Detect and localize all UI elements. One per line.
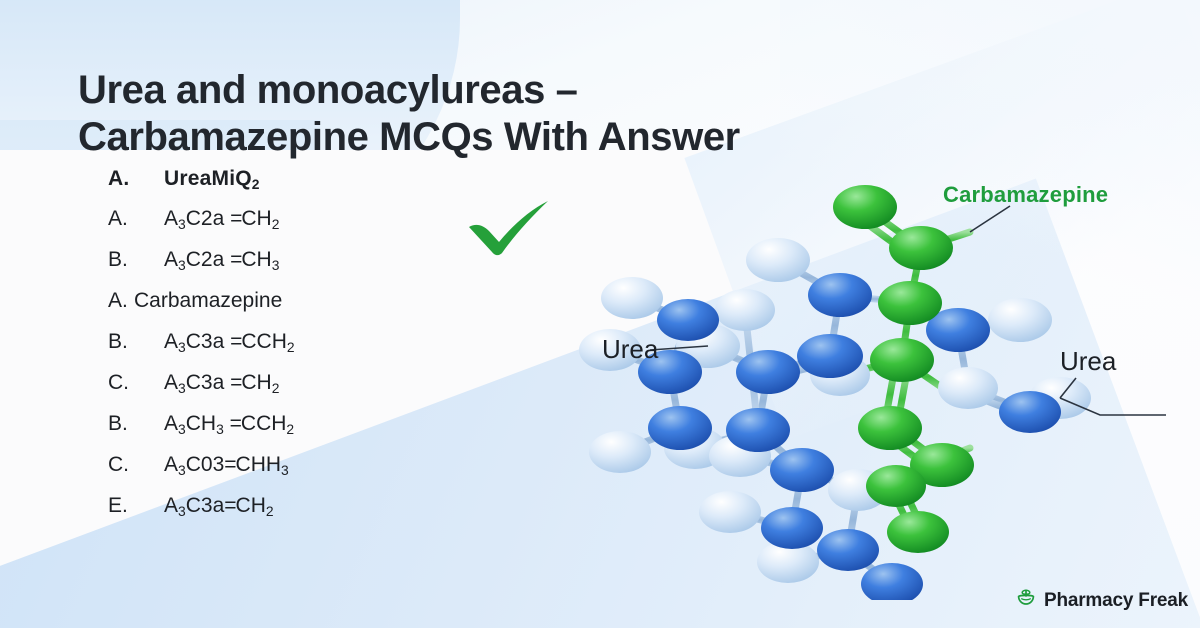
option-marker: A.	[108, 289, 128, 312]
option-row[interactable]: C. A3C3a =CH2	[108, 371, 280, 396]
atom-blue	[638, 273, 1061, 600]
option-marker: C.	[108, 453, 129, 476]
option-marker: B.	[108, 330, 128, 353]
option-marker: B.	[108, 248, 128, 271]
option-text: A3C2a =CH3	[164, 248, 280, 273]
option-row[interactable]: B. A3C3a =CCH2	[108, 330, 295, 355]
molecule-illustration	[540, 160, 1200, 600]
option-text: Carbamazepine	[134, 289, 283, 312]
option-marker: E.	[108, 494, 128, 517]
page-title: Urea and monoacylureas – Carbamazepine M…	[78, 67, 1138, 162]
option-text: A3C03=CHH3	[164, 453, 289, 478]
option-text: A3C3a=CH2	[164, 494, 274, 519]
label-urea-right: Urea	[1060, 346, 1117, 376]
option-row[interactable]: A. Carbamazepine	[108, 290, 282, 311]
leader-line	[649, 205, 1166, 416]
option-marker: A.	[108, 207, 128, 230]
label-urea-left: Urea	[602, 334, 659, 364]
title-line-1: Urea and monoacylureas –	[78, 67, 578, 112]
option-text: A3C2a =CH2	[164, 207, 280, 232]
option-marker: B.	[108, 412, 128, 435]
option-text: UreaMiQ2	[164, 167, 260, 192]
option-row[interactable]: A. A3C2a =CH2	[108, 207, 280, 232]
option-row[interactable]: E. A3C3a=CH2	[108, 494, 274, 519]
option-row[interactable]: B. A3C2a =CH3	[108, 248, 280, 273]
option-text: A3C3a =CCH2	[164, 330, 295, 355]
option-row[interactable]: A. UreaMiQ2	[108, 167, 260, 192]
option-row[interactable]: B. A3CH3 =CCH2	[108, 412, 295, 437]
option-text: A3CH3 =CCH2	[164, 412, 295, 437]
background-right-glow	[780, 0, 1200, 300]
option-row[interactable]: C. A3C03=CHH3	[108, 453, 289, 478]
label-carbamazepine: Carbamazepine	[943, 182, 1109, 207]
mortar-and-pestle-icon	[1015, 587, 1037, 614]
atom-green	[833, 185, 974, 553]
brand-logo[interactable]: Pharmacy Freak	[1015, 587, 1188, 614]
brand-name: Pharmacy Freak	[1043, 589, 1188, 611]
option-text: A3C3a =CH2	[164, 371, 280, 396]
option-marker: A.	[108, 167, 130, 190]
check-mark-icon	[466, 198, 552, 261]
title-line-2: Carbamazepine MCQs With Answer	[78, 115, 740, 160]
atom-pale	[579, 238, 1091, 583]
option-marker: C.	[108, 371, 129, 394]
